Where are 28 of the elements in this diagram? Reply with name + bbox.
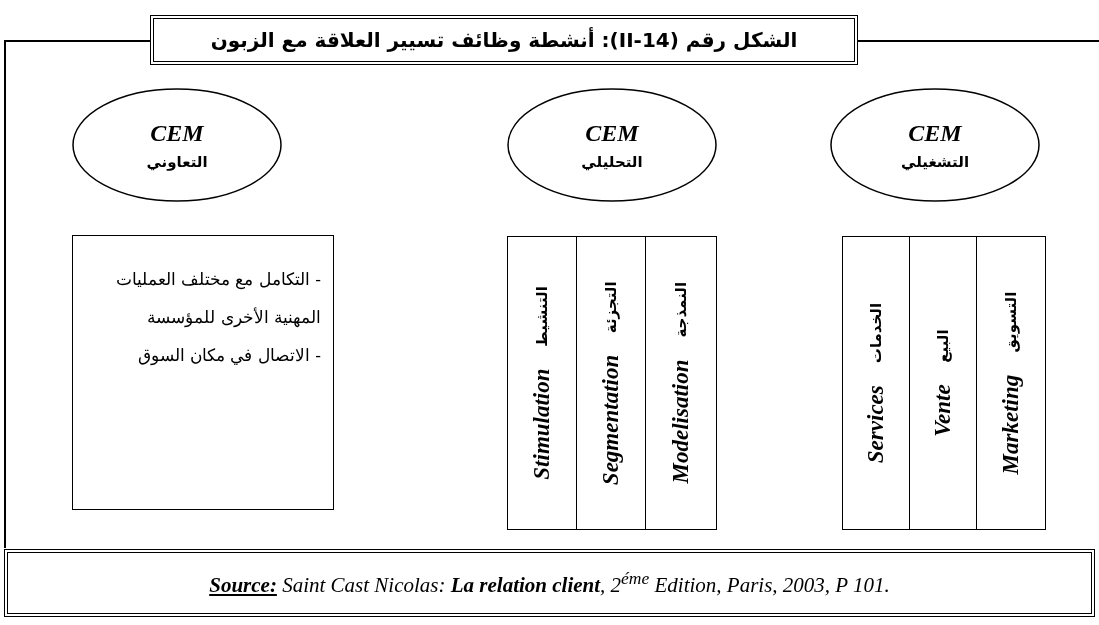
category-ellipse [830,88,1040,202]
category-acronym: CEM [150,119,204,147]
activity-name-arabic: التنشيط [533,286,551,347]
category-acronym: CEM [585,119,639,147]
category-label: التحليلي [581,152,643,171]
category-ellipse [72,88,282,202]
category-label: التشغيلي [900,152,970,171]
activity-name: Segmentation [598,354,624,486]
activity-text: - التكامل مع مختلف العمليات المهنية الأخرى للمؤسسة [114,268,321,330]
category-label: التعاوني [146,152,208,171]
activity-box [842,236,1046,530]
activity-box [507,236,717,530]
category-acronym: CEM [908,119,962,147]
activity-name-arabic: التجزئة [602,280,620,333]
activity-name: Modelisation [667,359,694,484]
activity-name: Vente [930,384,956,437]
activity-name-arabic: الخدمات [867,302,885,364]
activity-box [72,235,334,510]
activity-name-arabic: النمذجة [671,282,690,338]
category-ellipse [507,88,717,202]
activity-name: Services [863,385,889,464]
activity-name: Marketing [997,374,1024,475]
activity-text: - الاتصال في مكان السوق [136,344,321,368]
activity-name-arabic: التسويق [1001,291,1020,353]
activity-name-arabic: البيع [934,329,952,363]
figure-title: الشكل رقم (II-14): أنشطة وظائف تسيير العلاقة مع الزبون [210,28,798,52]
source-citation: Source: Saint Cast Nicolas: La relation client, 2$^{éme}$ Edition, Paris, 2003, P 101. [209,568,890,598]
activity-name: Stimulation [529,368,555,480]
